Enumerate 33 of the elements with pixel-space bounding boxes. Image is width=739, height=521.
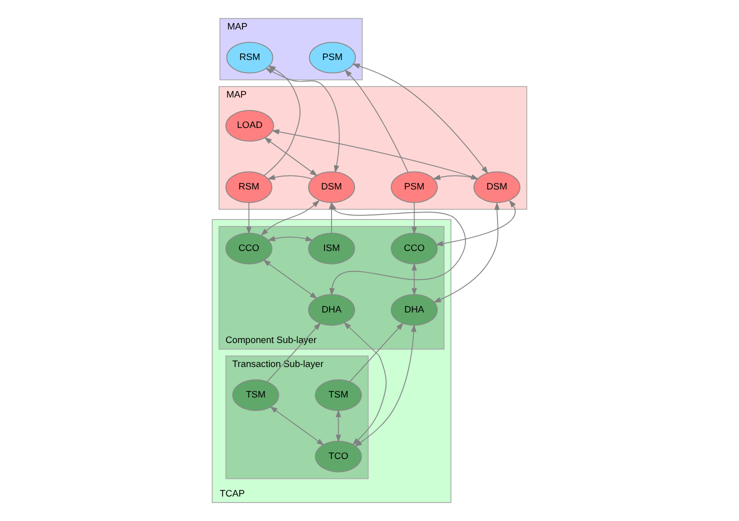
node-ellipse: RSM (225, 171, 272, 203)
arrow (270, 406, 324, 446)
node-ellipse: PSM (308, 42, 356, 74)
node-ellipse: DHA (390, 294, 438, 326)
arrow (263, 260, 318, 299)
node-ellipse: PSM (390, 171, 438, 203)
arrow (412, 202, 417, 234)
arrow (267, 174, 313, 180)
arrow (354, 324, 416, 447)
node-ellipse: DHA (308, 294, 355, 326)
node-ellipse: DSM (308, 171, 355, 203)
node-ellipse: CCO (225, 232, 272, 264)
arrow (435, 200, 516, 246)
arrow (336, 410, 342, 442)
node-ellipse: ISM (308, 232, 355, 264)
node-ellipse: TSM (314, 379, 362, 411)
arrow (344, 70, 408, 172)
arrow (267, 236, 314, 242)
node-ellipse: DSM (474, 171, 520, 203)
arrow (260, 200, 320, 236)
arrow (352, 64, 488, 174)
node-ellipse: TSM (232, 379, 280, 411)
node-ellipse: CCO (390, 232, 438, 264)
arrow (412, 262, 417, 296)
arrow (264, 137, 318, 176)
arrow (433, 202, 500, 303)
node-ellipse: LOAD (225, 110, 274, 142)
arrow (349, 322, 404, 382)
arrow (246, 202, 252, 234)
arrow (266, 322, 321, 382)
arrow (264, 65, 300, 176)
arrow (344, 322, 387, 446)
arrow (265, 68, 340, 173)
